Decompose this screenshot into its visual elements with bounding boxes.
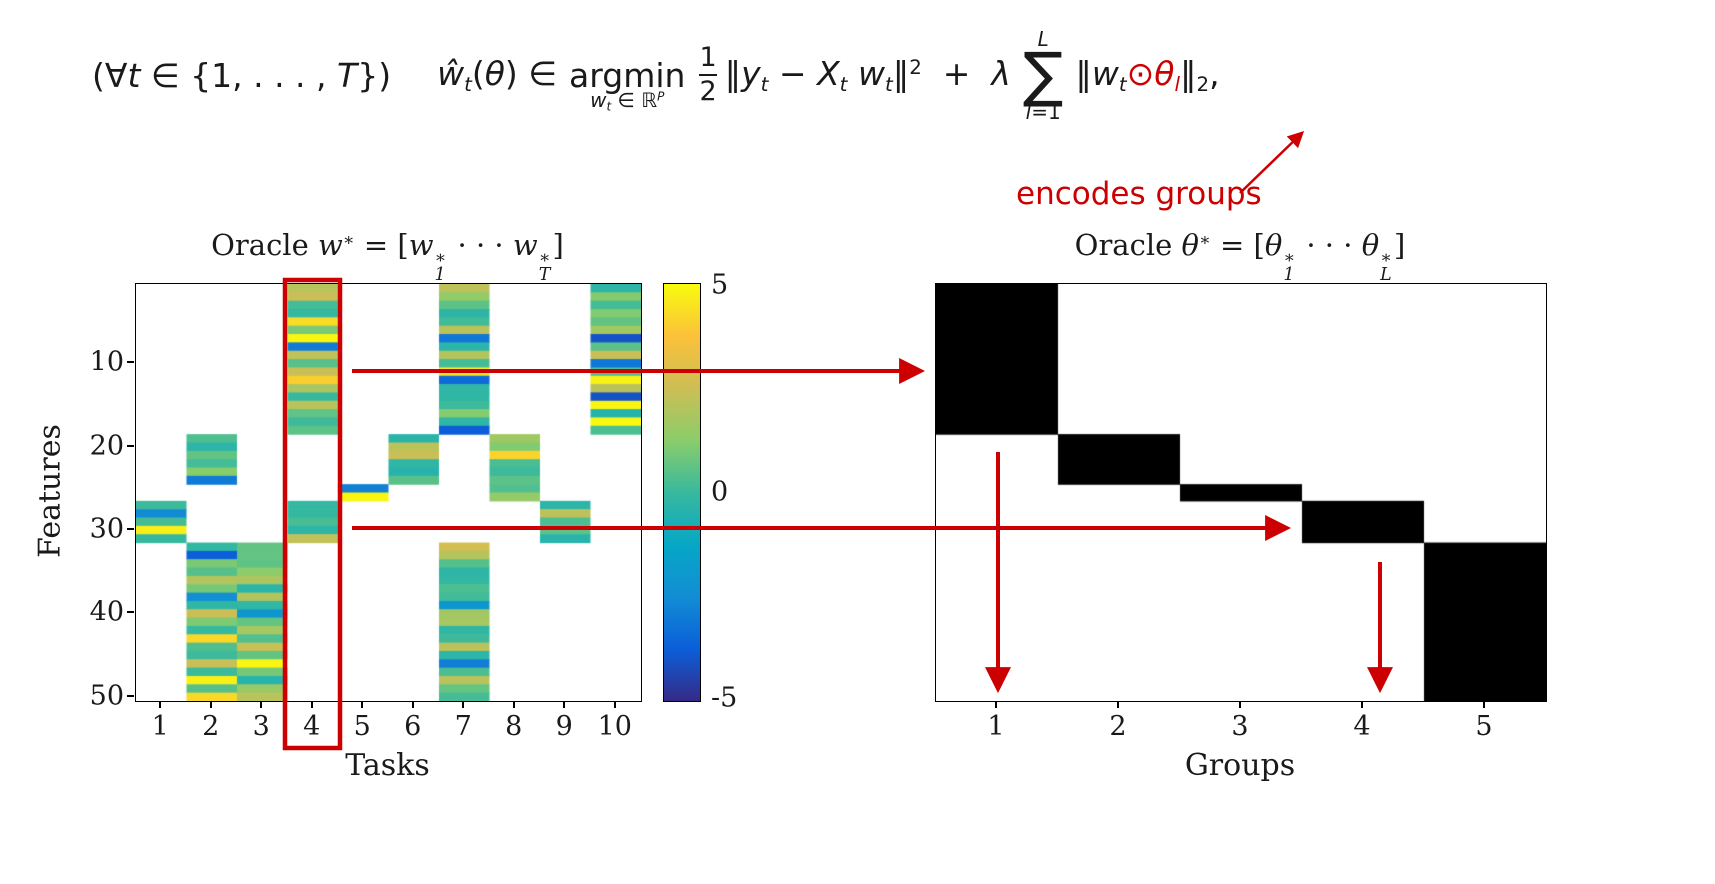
- right-x-tick-mark: [995, 701, 997, 708]
- encodes-groups-label: encodes groups: [1016, 176, 1262, 212]
- argmin-label: argmin: [569, 55, 686, 95]
- fraction-numerator: 1: [699, 41, 717, 73]
- colorbar-tick-label: 5: [711, 269, 729, 301]
- sum-lower-limit: l=1: [1025, 99, 1061, 124]
- left-x-tick-label: 2: [202, 711, 220, 742]
- right-x-tick-label: 5: [1475, 711, 1493, 742]
- left-x-tick-label: 6: [404, 711, 422, 742]
- left-x-tick-label: 4: [303, 711, 321, 742]
- loss-term: ‖yt − Xt wt‖2 + λ: [724, 54, 1011, 96]
- sigma-symbol: ∑: [1022, 39, 1064, 110]
- left-x-tick-mark: [209, 701, 212, 708]
- sum-upper-limit: L: [1037, 26, 1049, 51]
- right-x-tick-label: 1: [987, 711, 1005, 742]
- summation: L∑l=1: [1022, 27, 1064, 124]
- right-xlabel: Groups: [1184, 748, 1296, 783]
- left-x-tick-mark: [512, 701, 515, 708]
- argmin-constraint: wt ∈ ℝP: [590, 87, 665, 114]
- left-y-tick-label: 30: [89, 513, 124, 545]
- left-x-tick-mark: [260, 701, 263, 708]
- colorbar-tick-label: -5: [711, 682, 738, 714]
- equation-quantifier: (∀t ∈ {1, . . . , T}): [92, 55, 392, 95]
- left-ylabel: Features: [32, 424, 68, 558]
- left-y-tick-mark: [127, 694, 134, 697]
- left-x-tick-label: 9: [555, 711, 573, 742]
- colorbar-tick-label: 0: [711, 476, 729, 507]
- left-x-tick-mark: [411, 701, 414, 708]
- left-chart-title: Oracle w∗ = [w∗1 · · · w∗T]: [211, 228, 564, 286]
- left-x-tick-label: 1: [151, 711, 169, 742]
- left-x-tick-label: 10: [597, 711, 632, 742]
- left-x-tick-mark: [361, 701, 364, 708]
- left-y-tick-label: 40: [89, 596, 124, 628]
- left-y-tick-label: 50: [89, 680, 124, 712]
- left-x-tick-label: 8: [505, 711, 523, 742]
- fraction-denominator: 2: [699, 76, 717, 107]
- groups-heatmap-canvas: [936, 284, 1546, 701]
- groups-heatmap: [935, 283, 1547, 702]
- left-xlabel: Tasks: [345, 748, 430, 783]
- left-y-tick-mark: [127, 611, 134, 614]
- left-x-tick-mark: [159, 701, 162, 708]
- left-x-tick-label: 5: [353, 711, 371, 742]
- right-x-tick-mark: [1239, 701, 1241, 708]
- left-y-tick-mark: [127, 444, 134, 447]
- right-x-tick-label: 4: [1353, 711, 1371, 742]
- right-x-tick-mark: [1483, 701, 1485, 708]
- left-y-tick-label: 10: [89, 346, 124, 378]
- right-x-tick-label: 3: [1231, 711, 1249, 742]
- colorbar: [663, 283, 701, 702]
- right-x-tick-label: 2: [1109, 711, 1127, 742]
- colorbar-gradient: [664, 284, 700, 701]
- left-x-tick-label: 7: [454, 711, 472, 742]
- weights-heatmap: [135, 283, 642, 702]
- left-y-tick-mark: [127, 361, 134, 364]
- equation-lhs: ŵt(θ) ∈: [437, 54, 558, 96]
- left-x-tick-label: 3: [252, 711, 270, 742]
- left-x-tick-mark: [563, 701, 566, 708]
- left-x-tick-mark: [310, 701, 313, 708]
- fraction-bar: [699, 74, 717, 76]
- weights-heatmap-canvas: [136, 284, 641, 701]
- left-y-tick-label: 20: [89, 430, 124, 462]
- left-x-tick-mark: [462, 701, 465, 708]
- left-x-tick-mark: [613, 701, 616, 708]
- penalty-term: ‖wt⊙θl‖2,: [1075, 54, 1220, 96]
- right-x-tick-mark: [1361, 701, 1363, 708]
- left-y-tick-mark: [127, 528, 134, 531]
- right-x-tick-mark: [1117, 701, 1119, 708]
- right-chart-title: Oracle θ∗ = [θ∗1 · · · θ∗L]: [1074, 228, 1406, 286]
